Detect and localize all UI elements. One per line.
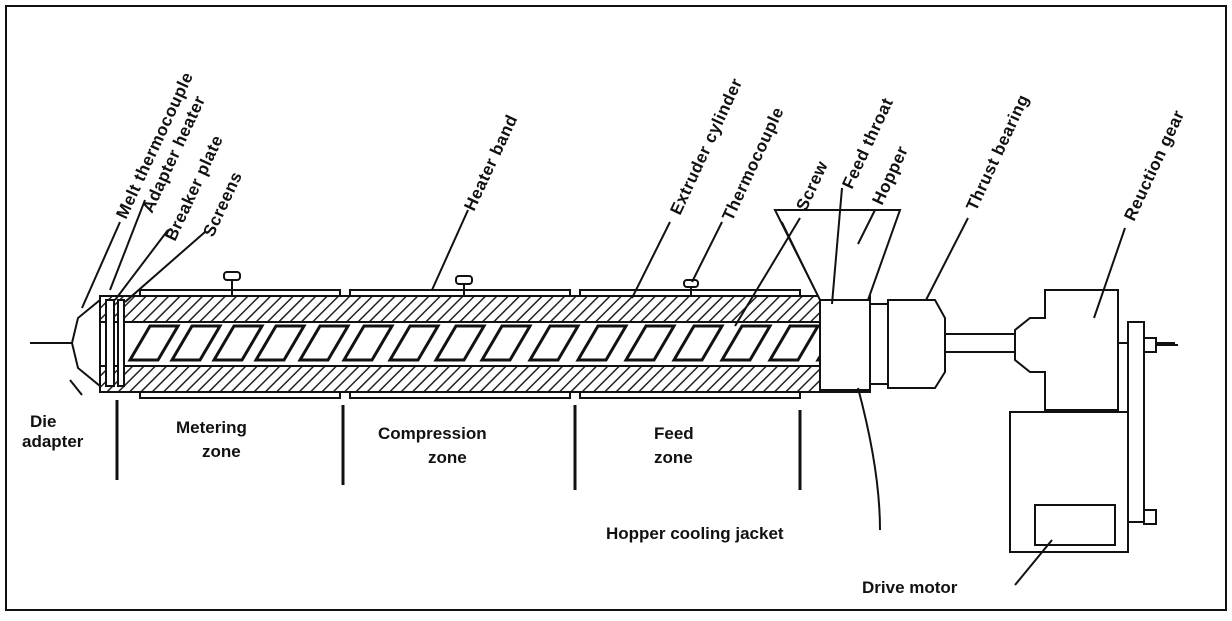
thrust-bearing-housing	[887, 299, 946, 389]
label-compression-zone-line2: zone	[428, 448, 467, 467]
label-screw: Screw	[792, 158, 832, 214]
label-hopper-cooling-jacket: Hopper cooling jacket	[606, 524, 784, 543]
screens	[117, 299, 125, 387]
drive-motor	[1034, 504, 1116, 546]
label-thermocouple: Thermocouple	[718, 104, 787, 224]
die-adapter	[70, 297, 101, 389]
hopper	[773, 209, 902, 301]
label-metering-zone-line1: Metering	[176, 418, 247, 437]
label-compression-zone-line1: Compression	[378, 424, 487, 443]
breaker-plate	[105, 299, 115, 387]
barrel-end-cap	[869, 303, 889, 385]
barrel-bottom-wall	[99, 365, 871, 393]
feed-throat-block	[819, 299, 871, 391]
label-hopper: Hopper	[868, 143, 912, 208]
label-metering-zone-line2: zone	[202, 442, 241, 461]
label-drive-motor: Drive motor	[862, 578, 958, 597]
label-die-adapter-line2: adapter	[22, 432, 84, 451]
thermocouple-probes	[223, 271, 699, 296]
label-feed-zone-line2: zone	[654, 448, 693, 467]
figure-frame	[5, 5, 1227, 611]
barrel-top-wall	[99, 295, 871, 323]
zone-dividers	[115, 400, 802, 490]
label-thrust-bearing: Thrust bearing	[962, 91, 1032, 213]
label-die-adapter-line1: Die	[30, 412, 56, 431]
leader-lines	[69, 187, 1126, 586]
label-reduction-gear: Reuction gear	[1120, 107, 1188, 224]
drive-shaft	[944, 333, 1016, 353]
gear-flange-plate	[1127, 321, 1145, 523]
label-heater-band: Heater band	[460, 112, 521, 214]
label-feed-zone-line1: Feed	[654, 424, 694, 443]
reduction-gear-box	[1014, 289, 1119, 411]
